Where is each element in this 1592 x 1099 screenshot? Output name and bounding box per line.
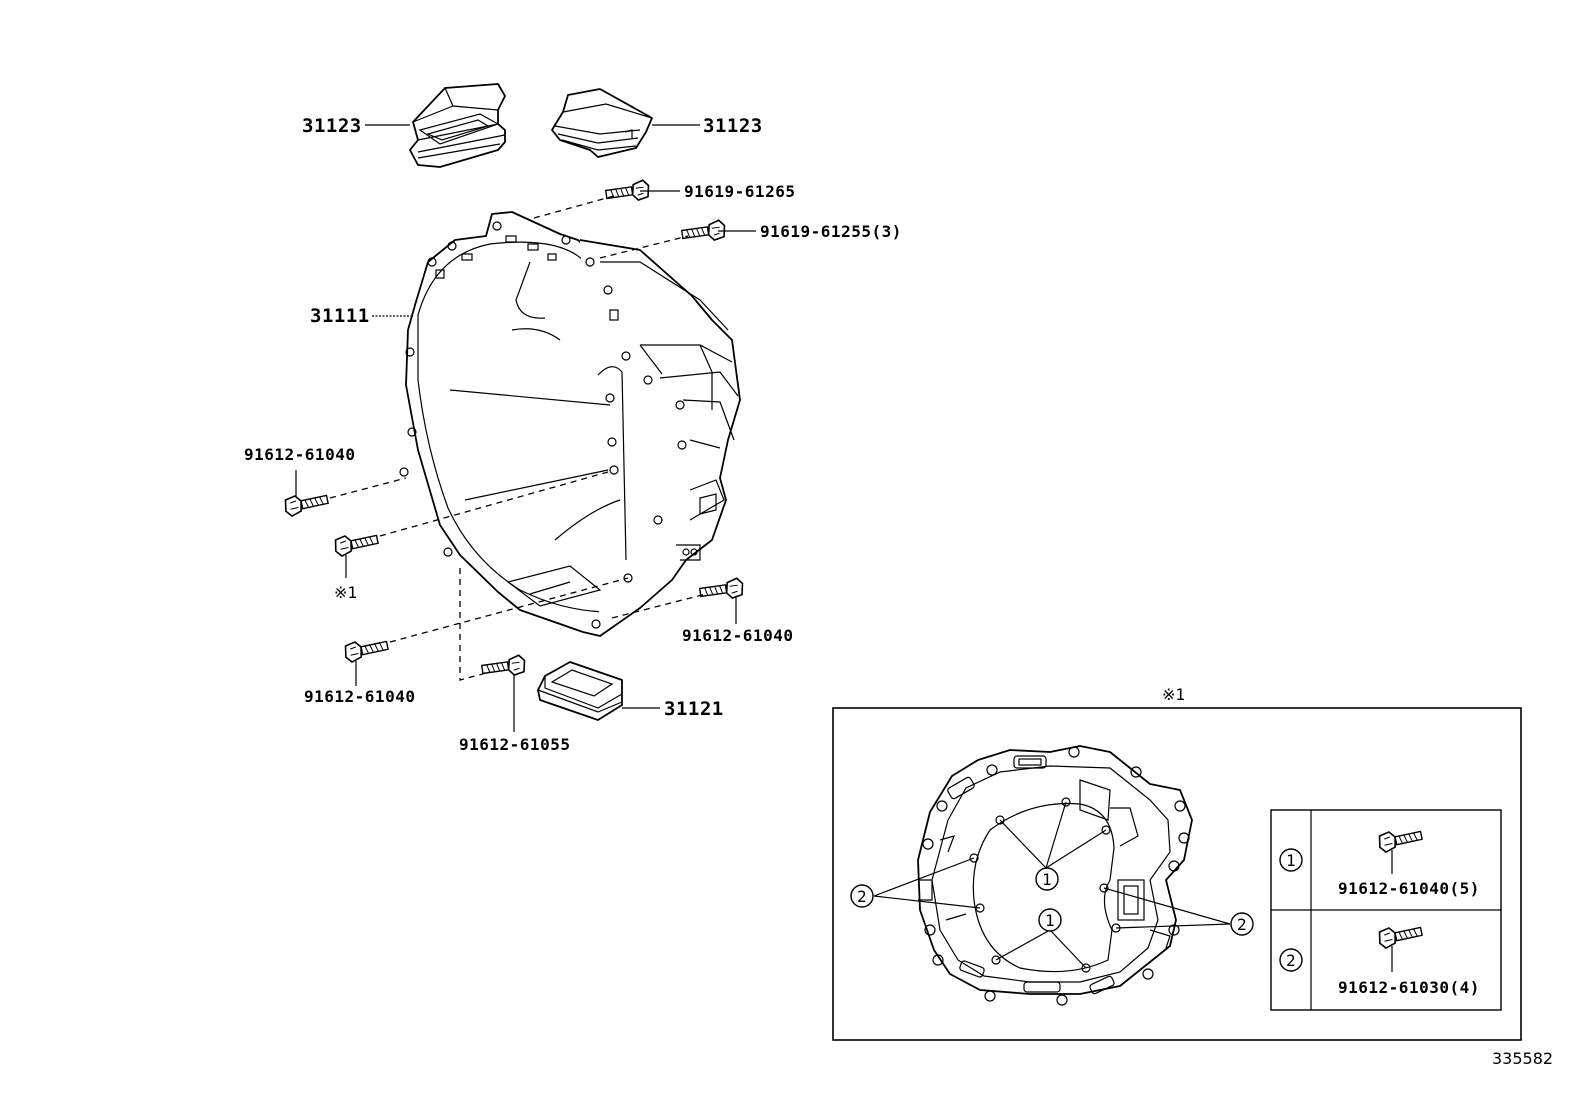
cover-left-31123 [409,83,506,168]
legend-part-1: 91612-61040(5) [1338,879,1480,898]
label-bolt-left: 91612-61040 [244,445,355,464]
legend-table: 1 91612-61040(5) 2 91612-61030(4) [1270,809,1502,1011]
callout-1-lower: 1 [995,908,1087,969]
legend-part-2: 91612-61030(4) [1338,978,1480,997]
svg-text:1: 1 [1045,911,1055,930]
bolt-91619-61255 [680,218,728,246]
svg-text:1: 1 [1042,870,1052,889]
plate-31121 [537,661,623,721]
label-plate: 31121 [664,698,724,720]
label-bolt-bottom-left: 91612-61040 [304,687,415,706]
label-note-ref: ※1 [334,583,357,602]
callout-2-right: 2 [1103,887,1254,936]
legend-key-2: 2 [1286,951,1296,970]
label-bolt-top1: 91619-61265 [684,182,795,201]
figure-id: 335582 [1492,1049,1553,1068]
inset-housing-front-view [917,745,1193,1006]
label-cover-right: 31123 [703,115,763,137]
label-cover-left: 31123 [302,115,362,137]
bolt-91612-61040-bottom-left [342,634,390,664]
inset-frame [832,707,1522,1041]
svg-text:2: 2 [857,887,867,906]
label-housing: 31111 [310,305,370,327]
svg-text:2: 2 [1237,915,1247,934]
bolt-91612-61040-left [282,488,330,518]
label-bolt-right: 91612-61040 [682,626,793,645]
bolt-91619-61265 [604,178,652,206]
callout-1-upper: 1 [999,801,1107,891]
cover-right-31123 [551,88,653,158]
label-bolt-bottom: 91612-61055 [459,735,570,754]
bolt-91612-61055 [480,653,528,681]
label-bolt-top2: 91619-61255(3) [760,222,902,241]
legend-key-1: 1 [1286,851,1296,870]
bolt-note-1 [332,528,380,558]
clutch-housing-31111 [399,211,741,637]
bolt-91612-61040-right [698,576,746,604]
callout-2-left: 2 [850,857,981,909]
inset-title: ※1 [1162,685,1185,704]
